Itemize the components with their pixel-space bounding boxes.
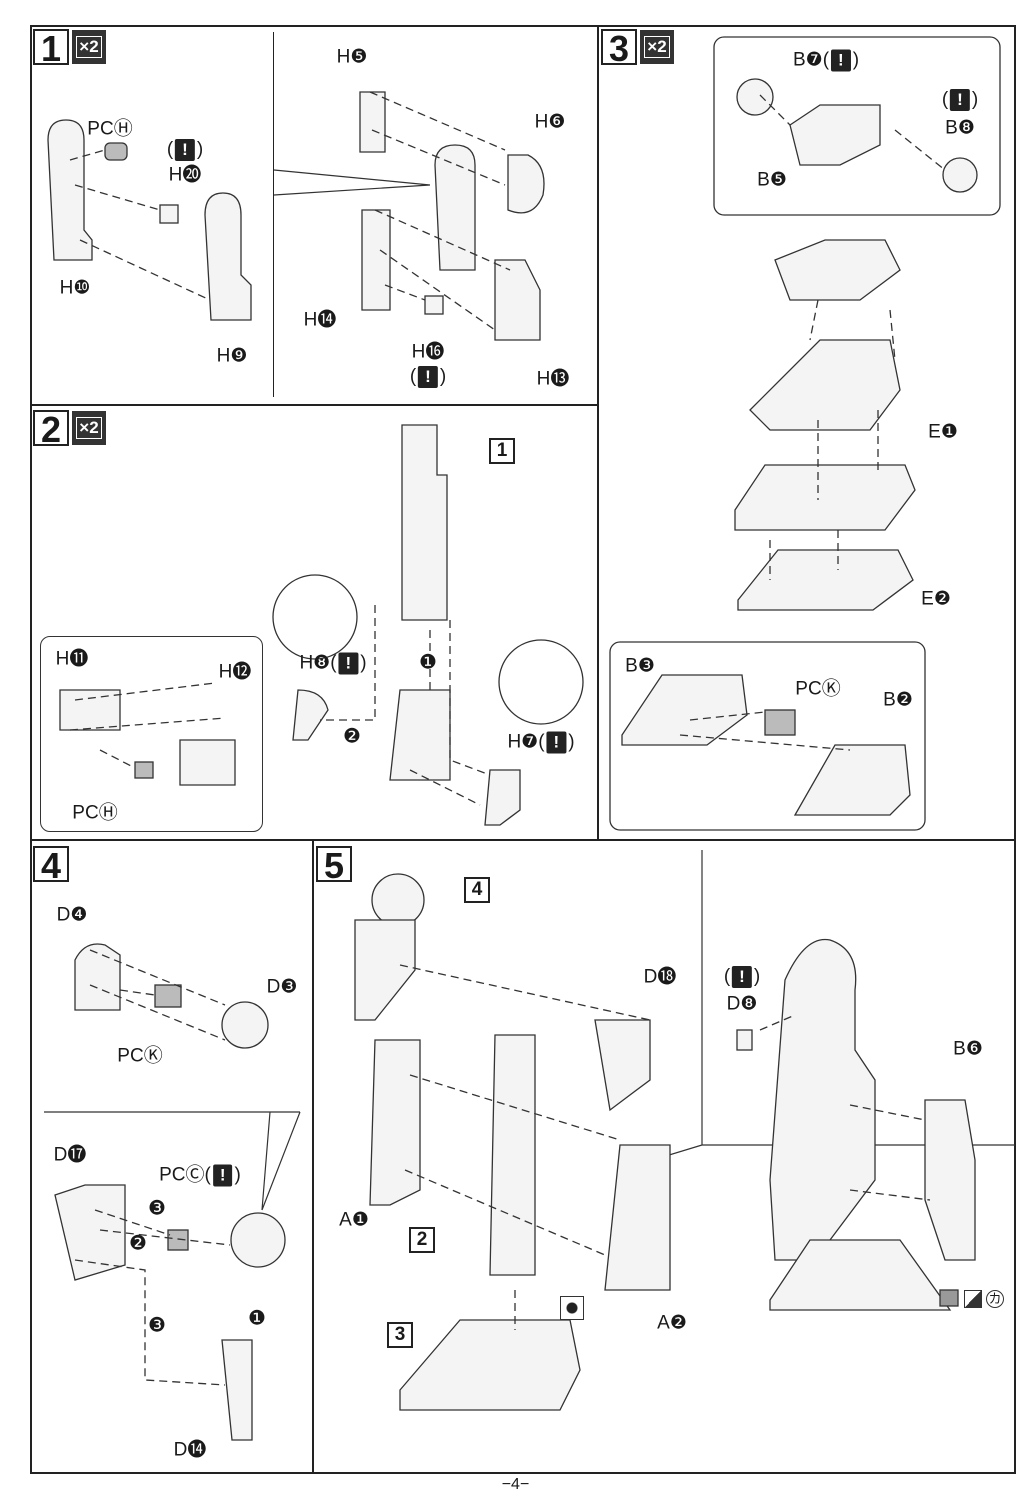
step-5-number: 5 [316,846,352,884]
caution-icon: ! [175,139,195,161]
part-label: D⓮ [173,1439,207,1461]
step-3-multiplier: ×2 [640,30,674,64]
sticker-mark: カ [986,1290,1004,1308]
part-label: B❻ [953,1038,983,1060]
part-label: H⓬ [218,661,252,683]
part-label: H⓴ [168,164,202,186]
step-4-number: 4 [33,846,69,884]
part-label: H⓮ [303,309,337,331]
paint-marker-icon [964,1290,982,1308]
caution-icon: ! [546,731,567,754]
part-label: H❺ [336,46,368,68]
caution-icon: ! [950,89,970,111]
part-label: H❿ [59,277,91,299]
caution-icon: ! [418,366,438,388]
step-reference: 2 [409,1227,435,1253]
part-label: A❷ [657,1312,687,1334]
divider [273,32,274,397]
step-reference: 3 [387,1322,413,1348]
part-label: PCⓀ [795,678,841,700]
order-marker: ❷ [129,1232,147,1255]
caution-icon: ! [732,966,752,988]
sub-assembly-inset [40,636,263,832]
part-label: E❷ [921,588,951,610]
page-number: −4− [501,1476,530,1493]
order-marker: ❸ [148,1197,166,1220]
page-frame [30,25,1016,1474]
step-3-number: 3 [601,29,637,67]
caution-mark: (!) [409,366,447,388]
part-label: PCⒽ [72,802,118,824]
order-marker: ❶ [248,1307,266,1330]
caution-icon: ! [212,1164,233,1187]
part-label: E❶ [928,421,958,443]
part-label: H⓭ [536,368,570,390]
step-2-number: 2 [33,410,69,448]
part-label: D❹ [56,904,88,926]
step-reference: 4 [464,877,490,903]
divider [312,840,314,1474]
part-label: A❶ [339,1209,369,1231]
part-label: D❸ [266,976,298,998]
caution-icon: ! [831,49,851,72]
step-1-multiplier: ×2 [72,30,106,64]
part-label: PCⓀ [117,1045,163,1067]
part-label: H❼(!) [507,731,575,754]
order-marker: ❸ [148,1314,166,1337]
step-1-number: 1 [33,29,69,67]
step-2-multiplier: ×2 [72,411,106,445]
part-label: D❽ [726,993,758,1015]
caution-mark: (!) [941,89,979,111]
part-label: B❷ [883,689,913,711]
part-label: PCⒸ(!) [159,1164,241,1187]
part-label: B❺ [757,169,787,191]
step-reference: 1 [489,438,515,464]
divider [30,839,1016,841]
part-label: PCⒽ [87,118,133,140]
part-label: H❽(!) [299,652,367,675]
part-label: H❾ [216,345,248,367]
caution-icon: ! [338,652,359,675]
part-label: D⓲ [643,966,677,988]
part-label: H⓰ [411,341,445,363]
part-label: H❻ [534,111,566,133]
order-marker: ❷ [343,725,361,748]
divider [597,25,599,840]
divider [30,404,598,406]
part-label: B❼(!) [792,49,860,72]
caution-mark: (!) [166,139,204,161]
part-label: D⓱ [53,1144,87,1166]
order-marker: ❶ [419,651,437,674]
glue-icon [560,1296,584,1320]
part-label: H⓫ [55,648,89,670]
caution-mark: (!) [723,966,761,988]
part-label: B❸ [625,655,655,677]
part-label: B❽ [945,117,975,139]
